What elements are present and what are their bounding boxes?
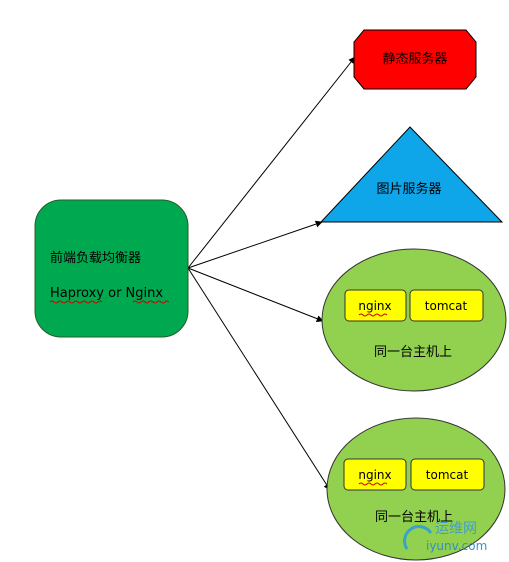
tomcat-box [410, 458, 485, 491]
load-balancer-node: 前端负载均衡器 Haproxy or Nginx [34, 199, 189, 338]
nginx-label: nginx [358, 299, 391, 313]
spellcheck-squiggle [132, 300, 170, 304]
static-server-node: 静态服务器 [353, 29, 477, 90]
host-node-2: nginx tomcat 同一台主机上 [326, 417, 506, 561]
image-server-node: 图片服务器 [319, 126, 504, 223]
tomcat-label: tomcat [426, 468, 469, 482]
host-node-1: nginx tomcat 同一台主机上 [321, 248, 507, 392]
load-balancer-subtitle: Haproxy or Nginx [50, 286, 163, 301]
spellcheck-squiggle [49, 300, 103, 304]
nginx-label: nginx [358, 468, 391, 482]
nginx-box [343, 458, 407, 491]
nginx-box [344, 289, 407, 322]
watermark-logo: 运维网 iyunv.com [403, 521, 487, 553]
watermark-en: iyunv.com [426, 539, 487, 553]
host-label: 同一台主机上 [375, 510, 453, 525]
load-balancer-title: 前端负载均衡器 [50, 250, 141, 266]
spellcheck-squiggle [358, 482, 388, 486]
spellcheck-squiggle [358, 313, 388, 317]
tomcat-label: tomcat [425, 299, 468, 313]
host-label: 同一台主机上 [374, 345, 452, 360]
arrow-to-host-1 [187, 267, 324, 322]
tomcat-box [409, 289, 484, 322]
arrow-to-static-server [187, 56, 356, 269]
arrow-to-host-2 [187, 267, 331, 491]
watermark-swoosh-icon [403, 525, 433, 550]
watermark-cn: 运维网 [435, 521, 477, 537]
connectors [187, 56, 356, 491]
arrow-to-image-server [187, 220, 323, 269]
image-server-label: 图片服务器 [376, 181, 441, 197]
static-server-label: 静态服务器 [382, 51, 447, 67]
